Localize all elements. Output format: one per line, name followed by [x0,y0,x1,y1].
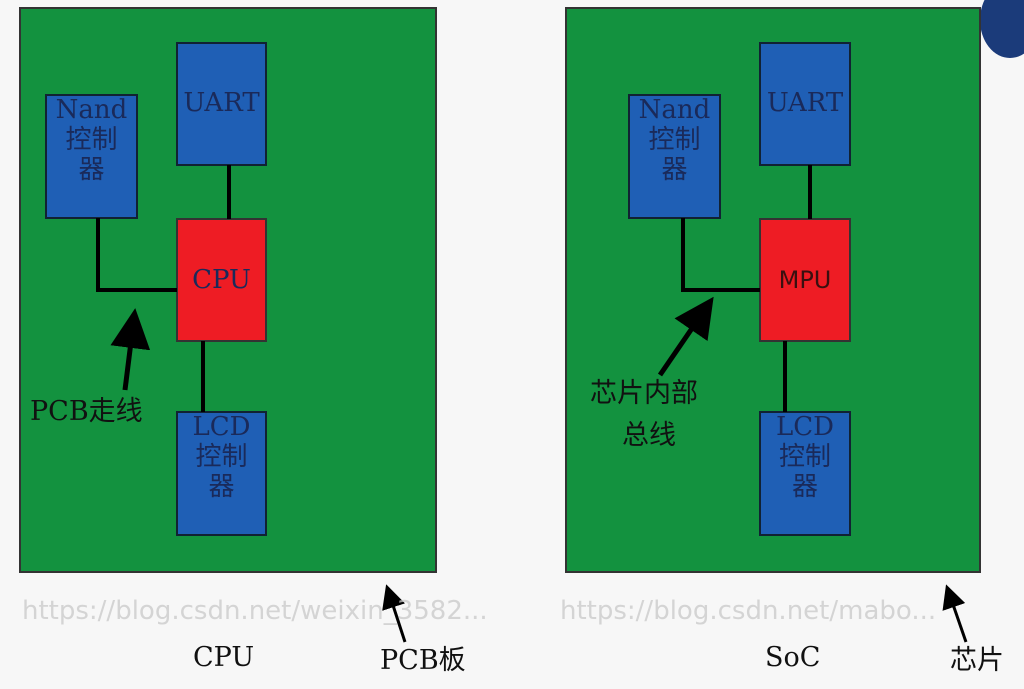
lcd-label: LCD 控制 器 [775,412,834,502]
bus-arrow [657,296,714,377]
nand-label: Nand 控制 器 [638,95,711,185]
uart-label: UART [183,88,260,118]
lcd-block [759,411,851,536]
nand-label: Nand 控制 器 [55,95,128,185]
bus-label-line1: 芯片内部 [590,378,698,409]
cpu-caption: CPU [193,642,255,673]
mpu-block [759,218,851,342]
nand-block [628,94,721,219]
lcd-label: LCD 控制 器 [192,412,251,502]
corner-logo [980,0,1024,58]
board-arrow [382,584,407,643]
nand-block [45,94,138,219]
watermark: https://blog.csdn.net/mabo... [560,596,937,626]
uart-block [176,42,267,166]
mpu-label: MPU [778,266,832,294]
pcb-board-label: PCB板 [380,645,466,676]
internal-bus [681,165,812,412]
lcd-block [176,411,267,536]
pcb-traces [96,165,231,412]
uart-label: UART [766,88,844,118]
chip-label: 芯片 [950,645,1004,676]
uart-block [759,42,851,166]
bus-label-line2: 总线 [622,420,676,451]
cpu-block [176,218,267,342]
pcb-trace-label: PCB走线 [30,396,143,427]
cpu-label: CPU [192,265,251,295]
soc-caption: SoC [765,642,821,673]
watermark: https://blog.csdn.net/weixin_3582... [22,596,488,626]
chip-arrow [942,584,968,643]
trace-arrow [110,308,151,391]
